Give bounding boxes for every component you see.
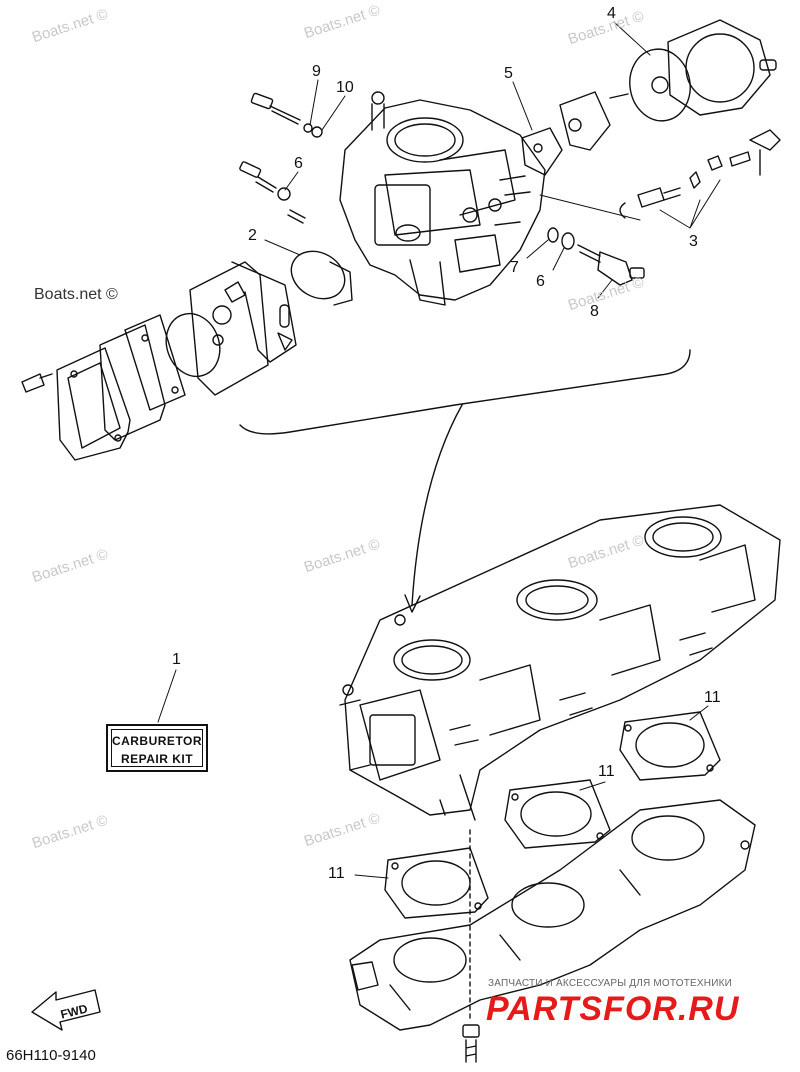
callout-8: 8 <box>590 303 599 320</box>
accelerator-pump-parts <box>619 129 781 219</box>
callout-7: 7 <box>510 259 519 276</box>
callout-11-left: 11 <box>328 865 345 882</box>
repair-kit-line-1: CARBURETOR <box>111 734 203 748</box>
diaphragm-cover-assembly <box>521 19 777 176</box>
callout-1: 1 <box>172 651 181 668</box>
carburetor-assembly-triple <box>339 504 781 821</box>
leader-lines <box>157 21 721 879</box>
carburetor-body <box>339 91 546 306</box>
watermark: Boats.net © <box>34 286 118 303</box>
callout-4: 4 <box>607 5 616 22</box>
intake-manifold <box>349 799 756 1031</box>
fuel-pump-assembly <box>21 261 297 461</box>
needle-jet-parts <box>547 227 645 286</box>
callout-9: 9 <box>312 63 321 80</box>
repair-kit-line-2: REPAIR KIT <box>120 752 194 766</box>
bolt <box>462 1024 480 1063</box>
repair-kit-label: CARBURETOR REPAIR KIT <box>106 724 208 772</box>
arrow-to-assembly <box>411 404 463 606</box>
callout-3: 3 <box>689 233 698 250</box>
fwd-arrow-icon: FWD <box>31 989 101 1031</box>
diaphragm-gasket <box>290 250 353 306</box>
callout-10: 10 <box>336 79 354 96</box>
fwd-label: FWD <box>59 1001 89 1021</box>
callout-6-lower: 6 <box>536 273 545 290</box>
callout-11-right: 11 <box>704 689 721 706</box>
group-bracket <box>239 349 691 435</box>
part-code: 66H110-9140 <box>6 1047 96 1064</box>
arrow-head <box>404 594 421 613</box>
shop-tagline: ЗАПЧАСТИ И АКСЕССУАРЫ ДЛЯ МОТОТЕХНИКИ <box>488 978 733 989</box>
callout-5: 5 <box>504 65 513 82</box>
shop-logo: PARTSFOR.RU <box>486 990 740 1028</box>
pilot-screw-parts <box>239 92 323 224</box>
callout-2: 2 <box>248 227 257 244</box>
callout-11-middle: 11 <box>598 763 615 780</box>
callout-6-upper: 6 <box>294 155 303 172</box>
